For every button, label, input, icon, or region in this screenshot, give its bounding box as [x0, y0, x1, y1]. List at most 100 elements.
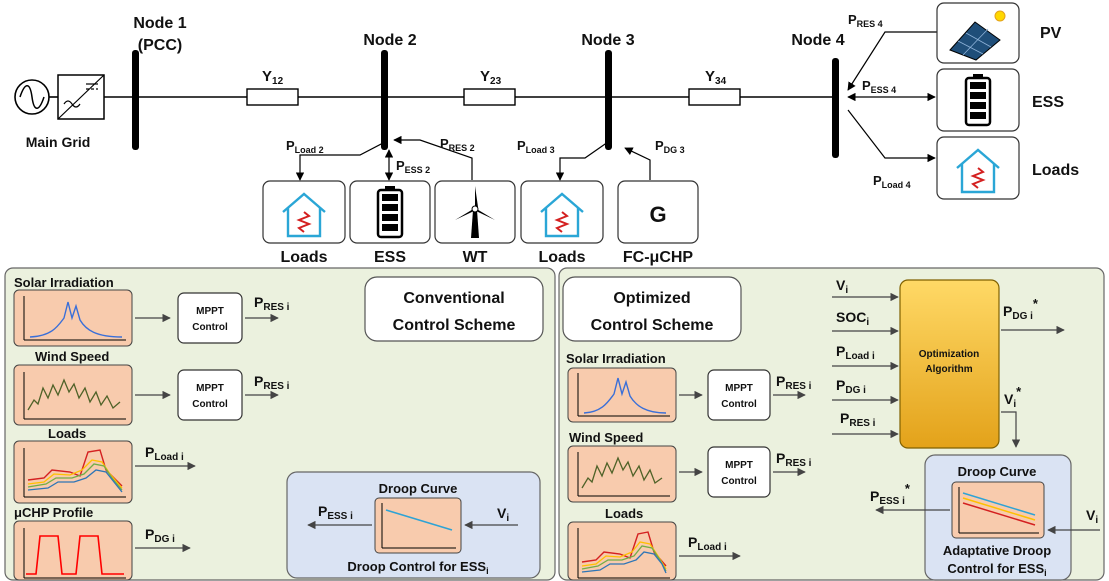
node-1-label: Node 1 — [133, 15, 186, 32]
converter-icon — [57, 74, 105, 120]
svg-text:MPPT: MPPT — [196, 306, 224, 317]
opt-wind-label: Wind Speed — [569, 430, 643, 445]
conv-droop-box: Droop Curve Droop Control for ESSi — [286, 471, 541, 579]
svg-text:Vi*: Vi* — [1004, 384, 1022, 410]
loads-label-b: Loads — [538, 249, 585, 266]
node-3-label: Node 3 — [581, 32, 634, 49]
svg-text:SOCi: SOCi — [836, 309, 869, 328]
svg-text:Droop Curve: Droop Curve — [958, 464, 1037, 479]
conv-chp-plot — [13, 520, 133, 581]
svg-text:PRES i: PRES i — [776, 373, 812, 392]
node-4-label: Node 4 — [791, 32, 844, 49]
svg-text:PLoad i: PLoad i — [836, 343, 875, 362]
conv-chp-label: μCHP Profile — [14, 505, 93, 520]
svg-text:Adaptative Droop: Adaptative Droop — [943, 543, 1051, 558]
svg-text:Vi: Vi — [497, 505, 509, 524]
svg-text:Optimized: Optimized — [613, 290, 690, 307]
conventional-title-box: Conventional Control Scheme — [364, 276, 544, 342]
opt-wind-plot — [567, 445, 677, 503]
svg-text:PESS i*: PESS i* — [870, 481, 911, 507]
opt-loads-plot — [567, 521, 677, 581]
svg-text:Algorithm: Algorithm — [925, 364, 972, 375]
opt-loads-label: Loads — [605, 506, 643, 521]
svg-text:Vi: Vi — [1086, 507, 1098, 526]
svg-text:Control: Control — [192, 322, 228, 333]
svg-text:PESS i: PESS i — [318, 503, 353, 522]
svg-text:PRES i: PRES i — [776, 450, 812, 469]
node-3-bar — [605, 50, 612, 150]
conv-loads-plot — [13, 440, 133, 504]
pload2-arrow — [295, 141, 386, 181]
wt-label: WT — [463, 249, 488, 266]
svg-text:Droop Curve: Droop Curve — [379, 481, 458, 496]
conv-solar-label: Solar Irradiation — [14, 275, 114, 290]
opt-solar-label: Solar Irradiation — [566, 351, 666, 366]
wind-turbine-box — [434, 180, 516, 244]
conv-solar-plot — [13, 289, 133, 347]
conv-wind-plot — [13, 364, 133, 426]
svg-text:Control: Control — [721, 399, 757, 410]
pv-label: PV — [1040, 25, 1062, 42]
fc-uchp-box: G — [617, 180, 699, 244]
main-grid-label: Main Grid — [26, 134, 91, 150]
pv-box — [936, 2, 1020, 64]
svg-text:Droop Control for ESSi: Droop Control for ESSi — [347, 559, 488, 576]
svg-text:PRES i: PRES i — [254, 294, 290, 313]
ess-box-node2 — [349, 180, 431, 244]
loads-box-node3 — [520, 180, 604, 244]
svg-text:PESS 2: PESS 2 — [396, 158, 430, 175]
svg-text:MPPT: MPPT — [725, 383, 753, 394]
pres2-arrow — [393, 135, 473, 180]
svg-text:PLoad 4: PLoad 4 — [873, 173, 911, 190]
svg-text:PDG i*: PDG i* — [1003, 296, 1039, 322]
svg-text:Control for ESSi: Control for ESSi — [947, 561, 1046, 578]
svg-text:MPPT: MPPT — [725, 460, 753, 471]
svg-text:MPPT: MPPT — [196, 383, 224, 394]
optimization-algorithm-box: Optimization Algorithm — [899, 279, 1000, 449]
svg-text:PLoad 2: PLoad 2 — [286, 138, 324, 155]
ess-box-node4 — [936, 68, 1020, 132]
svg-text:G: G — [649, 202, 666, 227]
loads-label-r: Loads — [1032, 162, 1079, 179]
conv-wind-label: Wind Speed — [35, 349, 109, 364]
opt-droop-box: Droop Curve Adaptative Droop Control for… — [924, 454, 1072, 581]
svg-text:PESS 4: PESS 4 — [862, 78, 896, 95]
pres4-arrow — [847, 31, 937, 91]
node-1-bar — [132, 50, 139, 150]
conv-mppt-1: MPPT Control — [177, 292, 243, 344]
svg-text:PRES 4: PRES 4 — [848, 12, 883, 29]
node-4-bar — [832, 58, 839, 158]
pload3-arrow — [555, 141, 609, 181]
pdg3-arrow — [624, 147, 651, 180]
fc-uchp-label: FC-μCHP — [623, 249, 694, 266]
svg-text:Y23: Y23 — [480, 68, 502, 87]
svg-text:PRES 2: PRES 2 — [440, 136, 475, 153]
conv-loads-label: Loads — [48, 426, 86, 441]
opt-mppt-1: MPPT Control — [707, 369, 771, 421]
line-y12 — [246, 88, 299, 106]
svg-text:Y12: Y12 — [262, 68, 284, 87]
svg-text:PLoad 3: PLoad 3 — [517, 138, 555, 155]
svg-text:PRES i: PRES i — [840, 410, 876, 429]
main-grid-source — [14, 79, 58, 115]
optimized-title-box: Optimized Control Scheme — [562, 276, 742, 342]
svg-text:Optimization: Optimization — [919, 349, 980, 360]
node-2-bar — [381, 50, 388, 150]
node-1-pcc-label: (PCC) — [138, 37, 182, 54]
svg-text:Conventional: Conventional — [403, 290, 504, 307]
loads-box-node4 — [936, 136, 1020, 200]
ess-label-r: ESS — [1032, 94, 1064, 111]
svg-text:Control Scheme: Control Scheme — [591, 317, 714, 334]
svg-text:PDG i: PDG i — [836, 377, 866, 396]
svg-text:Control Scheme: Control Scheme — [393, 317, 516, 334]
ess-label-a: ESS — [374, 249, 406, 266]
pload4-arrow — [847, 109, 936, 163]
svg-text:Control: Control — [721, 476, 757, 487]
svg-text:PLoad i: PLoad i — [688, 534, 727, 553]
svg-text:Y34: Y34 — [705, 68, 727, 87]
loads-label-a: Loads — [280, 249, 327, 266]
opt-solar-plot — [567, 367, 677, 423]
svg-text:PDG i: PDG i — [145, 526, 175, 545]
svg-text:Vi: Vi — [836, 277, 848, 296]
